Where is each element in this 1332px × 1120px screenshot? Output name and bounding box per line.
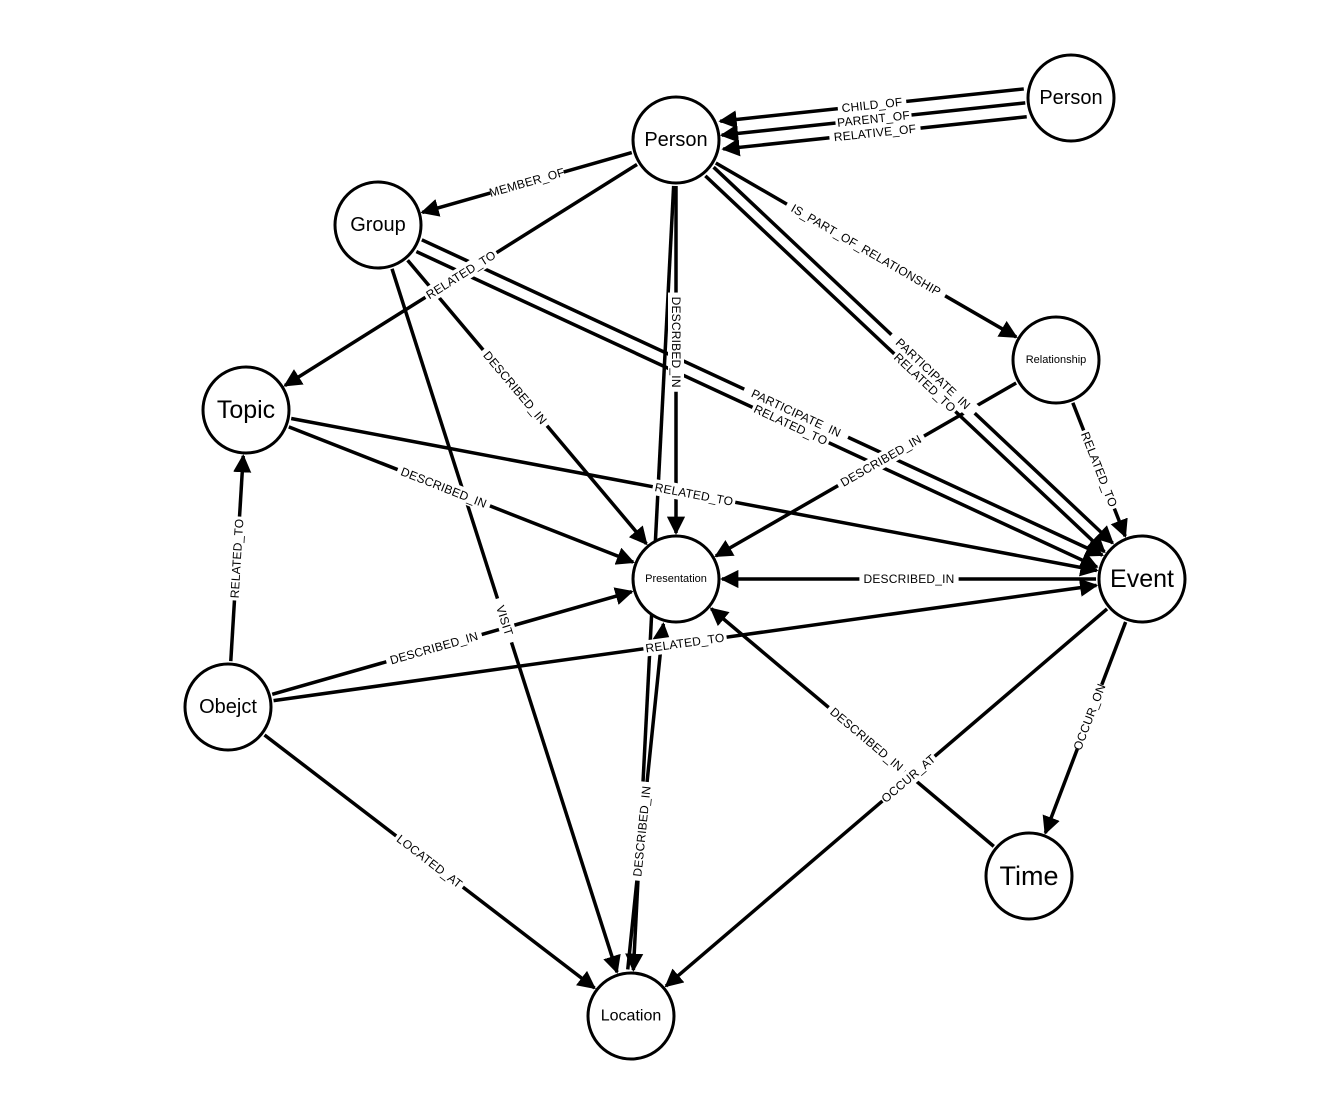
edge-label-background — [642, 629, 728, 657]
node-relationship[interactable]: Relationship — [1011, 315, 1101, 405]
edge-label-group: CHILD_OF — [836, 93, 908, 117]
edge-label: RELATED_TO — [1078, 430, 1120, 509]
node-circle[interactable] — [183, 662, 273, 752]
edge-label-group: DESCRIBED_IN — [384, 626, 484, 670]
node-event[interactable]: Event — [1097, 534, 1187, 624]
node-object[interactable]: Obejct — [183, 662, 273, 752]
edge-label: LOCATED_AT — [394, 832, 466, 891]
edge-label-group: RELATED_TO — [651, 478, 737, 511]
edge-label-group: RELATED_TO — [1076, 427, 1122, 512]
node-label: Presentation — [645, 573, 707, 585]
edge-label-background — [877, 750, 940, 808]
edge-label-background — [885, 328, 981, 419]
node-label: Group — [350, 214, 406, 236]
edge-label: IS_PART_OF_RELATIONSHIP — [789, 201, 944, 299]
edge-label-group: MEMBER_OF — [488, 164, 566, 201]
node-person-main[interactable]: Person — [631, 95, 721, 185]
edge-label-background — [651, 478, 737, 511]
edge-label-background — [834, 107, 913, 131]
node-label: Relationship — [1026, 354, 1087, 366]
node-circle[interactable] — [333, 180, 423, 270]
edge-label-group: VISIT — [489, 596, 520, 645]
edge-label: DESCRIBED_IN — [669, 297, 683, 388]
edge-label: CHILD_OF — [841, 95, 903, 115]
node-label: Obejct — [199, 696, 257, 718]
edge-label: RELATED_TO — [645, 631, 726, 656]
node-label: Person — [644, 129, 707, 151]
node-location[interactable]: Location — [586, 971, 676, 1061]
edge-label-background — [421, 245, 501, 305]
node-label: Topic — [217, 396, 275, 424]
edge-label-background — [740, 381, 852, 445]
edge-label: DESCRIBED_IN — [630, 785, 653, 877]
edge-label-group: DESCRIBED_IN — [823, 701, 910, 778]
node-circle[interactable] — [1097, 534, 1187, 624]
edge-label-background — [834, 429, 928, 493]
edge-label: DESCRIBED_IN — [863, 572, 954, 586]
node-time[interactable]: Time — [984, 831, 1074, 921]
edge-label-background — [859, 571, 959, 587]
node-topic[interactable]: Topic — [201, 365, 291, 455]
node-group[interactable]: Group — [333, 180, 423, 270]
edge-label-background — [836, 93, 908, 117]
edge-label-background — [391, 829, 468, 894]
edge-label: DESCRIBED_IN — [399, 465, 489, 511]
node-circle[interactable] — [1026, 53, 1116, 143]
node-circle[interactable] — [586, 971, 676, 1061]
node-label: Event — [1110, 565, 1174, 593]
edge-label-group: DESCRIBED_IN — [476, 344, 554, 431]
edge-label: DESCRIBED_IN — [480, 348, 549, 427]
node-label: Time — [1000, 861, 1059, 891]
node-label: Person — [1039, 87, 1102, 109]
edge-label-background — [394, 462, 493, 514]
node-person-other[interactable]: Person — [1026, 53, 1116, 143]
edge-label: RELATED_TO — [654, 480, 735, 509]
edge-label: RELATED_TO — [228, 518, 247, 598]
edge-label-background — [384, 626, 484, 670]
edge-label-group: DESCRIBED_IN — [394, 462, 493, 514]
edge-label-group: DESCRIBED_IN — [859, 571, 959, 587]
edge-label-group: DESCRIBED_IN — [668, 292, 684, 392]
node-presentation[interactable]: Presentation — [631, 534, 721, 624]
edge-label-background — [489, 596, 520, 645]
edge-label-group: DESCRIBED_IN — [628, 781, 656, 882]
edge-label-group: PARTICIPATE_IN — [885, 328, 981, 419]
edge-label-background — [1069, 681, 1110, 752]
edge-label-background — [823, 701, 910, 778]
edge-label-group: RELATED_TO — [421, 245, 501, 305]
edge-label: DESCRIBED_IN — [388, 629, 479, 667]
edge-label-background — [628, 781, 656, 882]
node-circle[interactable] — [201, 365, 291, 455]
edge-label-background — [828, 120, 922, 146]
node-circle[interactable] — [631, 95, 721, 185]
edge-label-background — [226, 516, 248, 601]
node-circle[interactable] — [984, 831, 1074, 921]
edge-label: OCCUR_ON — [1070, 682, 1108, 753]
edge-label-background — [782, 197, 950, 303]
edge-label-group: IS_PART_OF_RELATIONSHIP — [782, 197, 950, 303]
edge-label: DESCRIBED_IN — [827, 705, 906, 774]
edge-label-group: OCCUR_ON — [1069, 681, 1110, 753]
edge-label-group: LOCATED_AT — [391, 829, 468, 894]
edge-label-background — [668, 292, 684, 392]
edge-label-background — [476, 344, 554, 431]
edge-label-group: RELATED_TO — [226, 516, 248, 601]
edge-label-background — [749, 400, 833, 450]
edge-label-background — [488, 164, 566, 201]
edge-label-background — [1076, 427, 1122, 512]
edge-label-background — [888, 348, 961, 418]
edge-label-group: RELATED_TO — [642, 629, 728, 657]
node-circle[interactable] — [1011, 315, 1101, 405]
node-circle[interactable] — [631, 534, 721, 624]
nodes-layer: PersonPersonGroupTopicRelationshipPresen… — [183, 53, 1187, 1061]
node-label: Location — [601, 1008, 662, 1025]
